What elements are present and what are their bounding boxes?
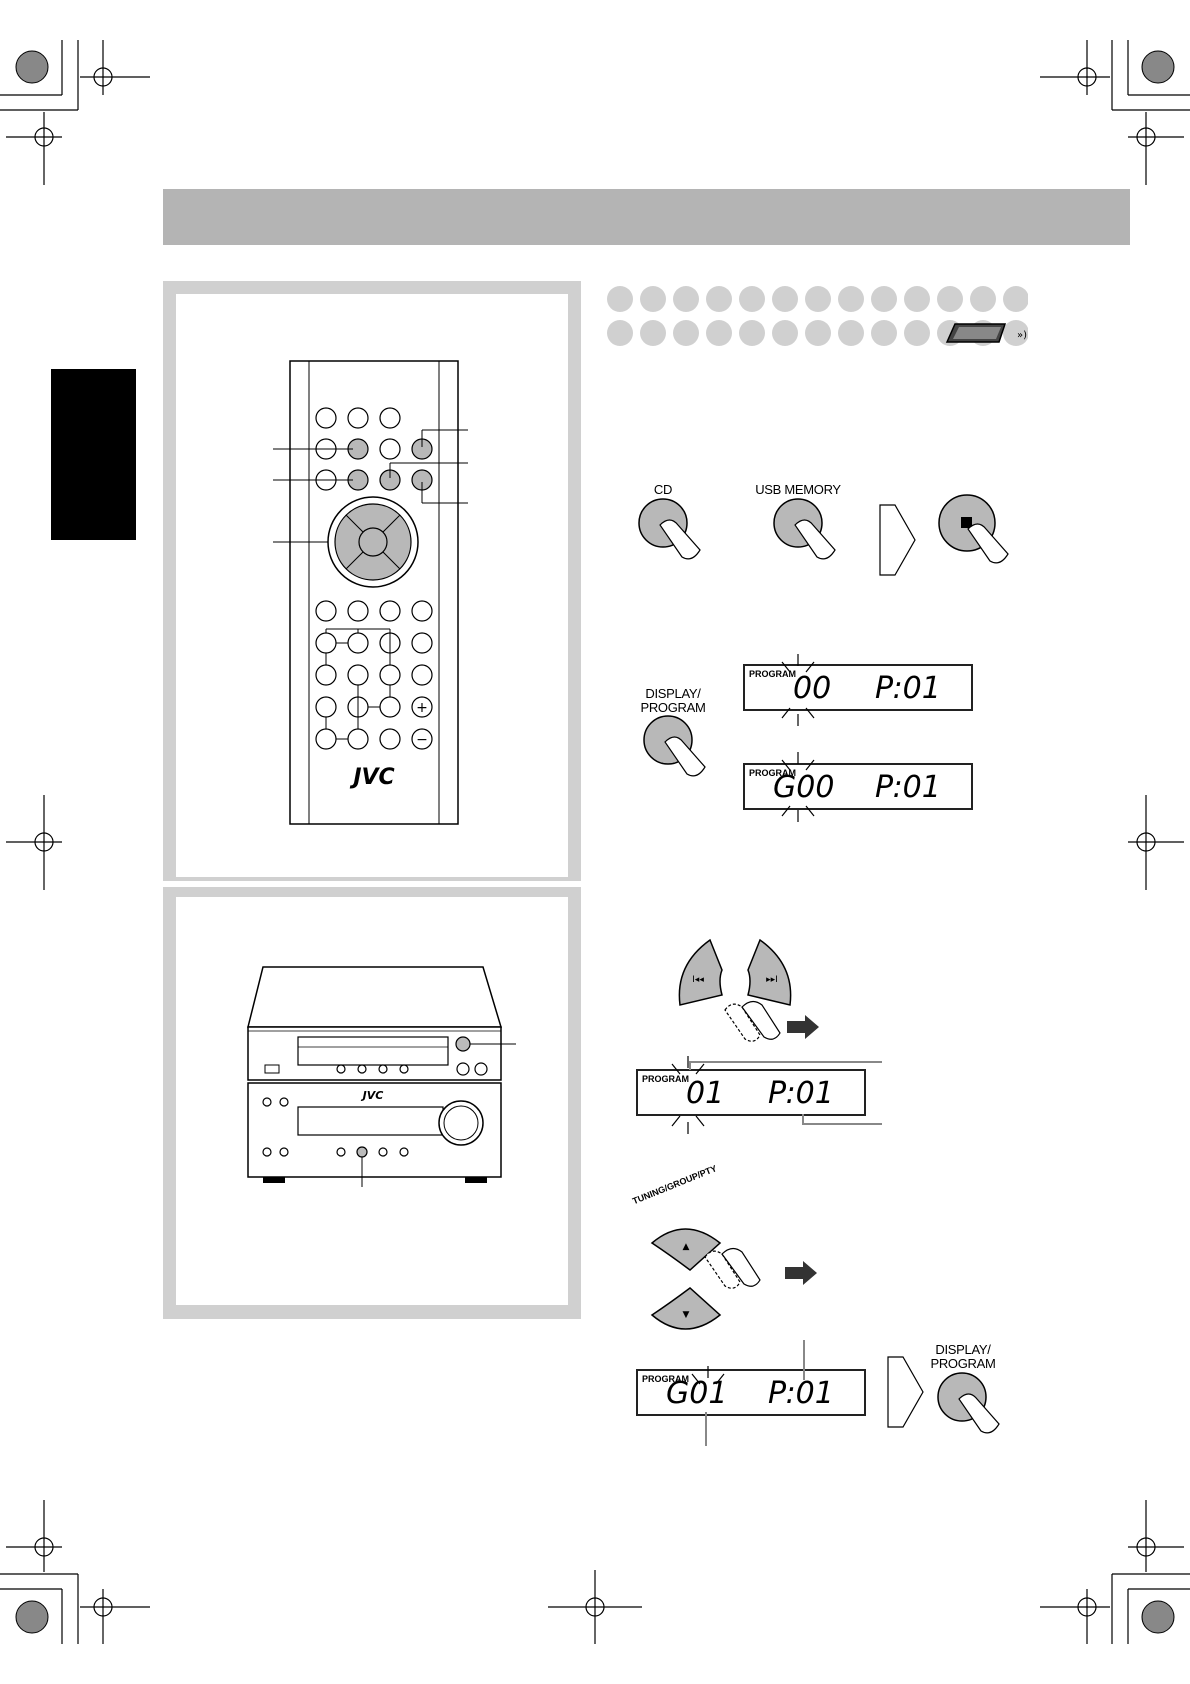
right-arrow-icon [787, 1015, 819, 1039]
tuning-up-icon: ▲ [683, 1242, 690, 1252]
step4-callout-lines [691, 1340, 805, 1446]
display-program-button-label: DISPLAY/ PROGRAM [640, 686, 706, 715]
lcd-program-tag: PROGRAM [642, 1074, 689, 1084]
lcd-program-number: P:01 [768, 1076, 834, 1111]
tuning-up-button[interactable] [650, 1228, 722, 1271]
previous-track-icon: I◂◂ [692, 975, 704, 985]
unit-brand-logo: JVC [361, 1089, 384, 1102]
header-bar [163, 189, 1130, 245]
step2-lcd-display-2: PROGRAM G00 P:01 [743, 763, 973, 810]
volume-minus-label: − [416, 732, 428, 748]
lcd-program-tag: PROGRAM [749, 669, 796, 679]
volume-plus-label: + [416, 700, 428, 716]
step4-lcd-display: PROGRAM G01 P:01 [636, 1369, 866, 1416]
step3-skip-buttons: I◂◂ ▸▸I [678, 938, 792, 1042]
step3-lcd-display: PROGRAM 01 P:01 [636, 1069, 866, 1116]
step4-display-program-button [887, 1356, 1000, 1434]
lcd-program-tag: PROGRAM [749, 768, 796, 778]
next-step-arrow-icon [887, 1356, 924, 1428]
lcd-program-number: P:01 [768, 1376, 834, 1411]
lcd-group-value: G00 [773, 770, 835, 805]
step2-lcd-display-1: PROGRAM 00 P:01 [743, 664, 973, 711]
lcd-program-number: P:01 [875, 671, 941, 706]
tuning-down-icon: ▼ [683, 1310, 690, 1320]
tuning-down-button[interactable] [650, 1287, 722, 1330]
language-side-tab [51, 369, 136, 540]
main-unit-illustration: JVC [247, 966, 516, 1187]
previous-track-button[interactable] [678, 938, 723, 1006]
step3-callout-lines [671, 1056, 882, 1134]
next-track-button[interactable] [747, 938, 792, 1006]
display-program-button-icon[interactable] [635, 710, 715, 790]
step4-tuning-buttons: ▲ ▼ [650, 1228, 817, 1330]
cd-button-label: CD [653, 482, 673, 497]
usb-memory-button-label: USB MEMORY [755, 482, 841, 497]
next-step-arrow-icon [879, 504, 916, 576]
lcd-program-number: P:01 [875, 770, 941, 805]
next-track-icon: ▸▸I [766, 975, 778, 985]
step1-illustration [638, 494, 1009, 576]
lcd-track-value: 00 [793, 671, 832, 706]
section-title-dots: ») [607, 286, 1028, 346]
right-arrow-icon [785, 1261, 817, 1285]
lcd-program-tag: PROGRAM [642, 1374, 689, 1384]
remote-brand-logo: JVC [349, 765, 394, 790]
lcd-track-value: 01 [686, 1076, 725, 1111]
blink-indicator-icon [781, 654, 815, 822]
remote-control-illustration: + − JVC [273, 360, 468, 825]
svg-text:»): ») [1017, 330, 1027, 341]
display-program-button-label: DISPLAY/ PROGRAM [930, 1342, 996, 1371]
